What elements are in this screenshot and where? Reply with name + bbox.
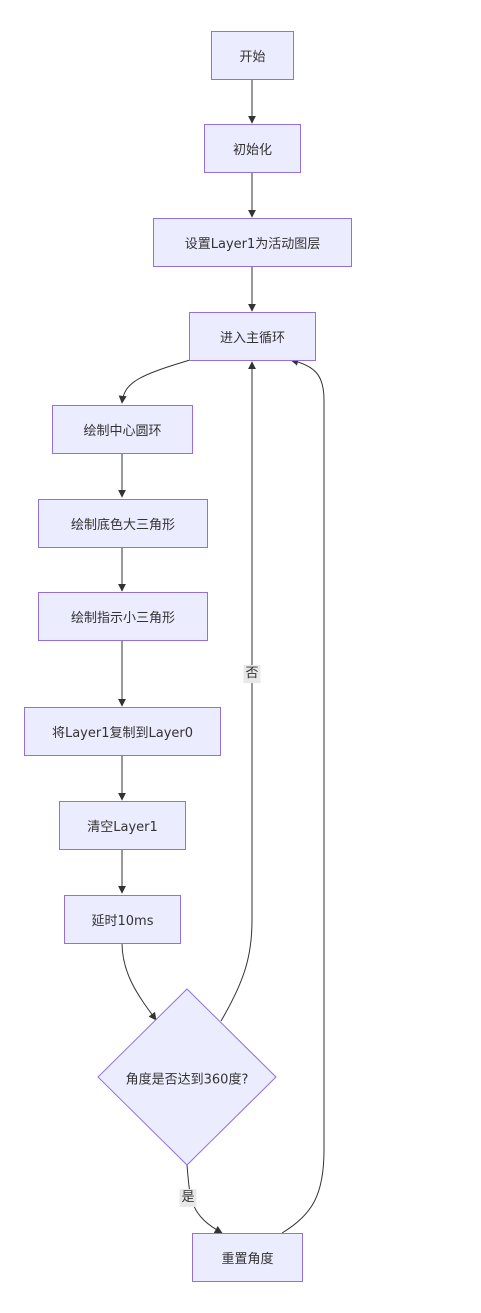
node-reset-angle: 重置角度	[192, 1233, 303, 1282]
node-clear-layer: 清空Layer1	[59, 801, 186, 850]
node-draw-small-triangle: 绘制指示小三角形	[38, 592, 208, 641]
decision-diamond	[97, 988, 277, 1166]
edge-delay-decision	[121, 942, 157, 1021]
edge-label-no: 否	[243, 665, 261, 683]
node-delay: 延时10ms	[64, 895, 181, 944]
node-decision-label: 角度是否达到360度?	[125, 1072, 249, 1088]
node-start: 开始	[211, 31, 294, 80]
edge-reset-mainloop	[281, 357, 325, 1234]
node-draw-ring: 绘制中心圆环	[52, 405, 193, 454]
node-draw-big-triangle: 绘制底色大三角形	[38, 499, 208, 548]
edge-mainloop-drawring	[118, 359, 191, 404]
edge-decision-mainloop-no	[220, 361, 256, 1022]
node-copy-layer: 将Layer1复制到Layer0	[24, 707, 221, 756]
edge-label-yes: 是	[179, 1189, 197, 1207]
node-main-loop: 进入主循环	[189, 312, 316, 361]
node-set-layer: 设置Layer1为活动图层	[153, 218, 352, 267]
node-init: 初始化	[204, 124, 301, 173]
